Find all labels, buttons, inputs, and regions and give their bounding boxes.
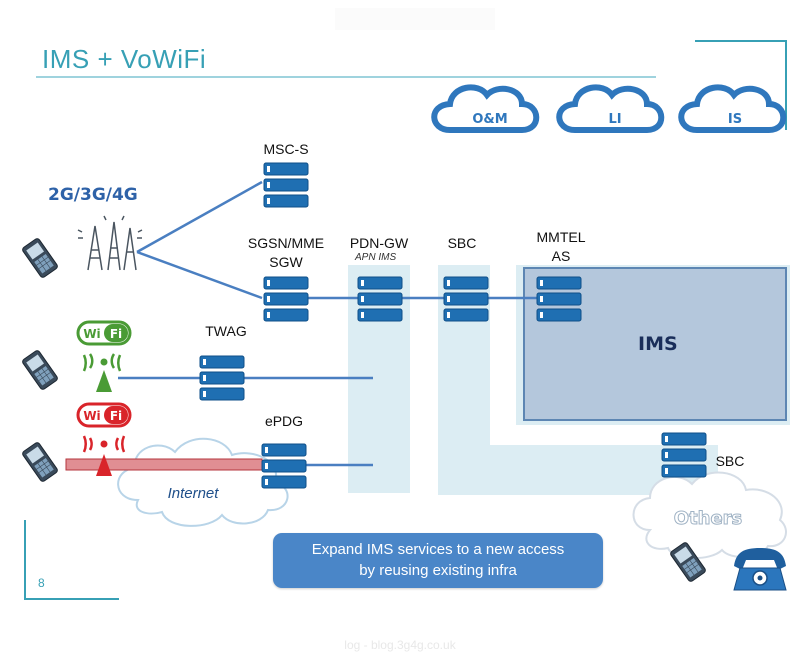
wifi-red-label-fi: Fi: [110, 409, 122, 423]
twag-server: [199, 355, 245, 401]
pdn-gw-server: [357, 276, 403, 322]
mmtel-label: MMTEL: [536, 229, 586, 245]
msc-s-label: MSC-S: [263, 141, 309, 157]
wifi-green-icon: [76, 320, 132, 392]
access-label-cellular: 2G/3G/4G: [48, 185, 138, 205]
mmtel-as-label: AS: [551, 248, 571, 264]
slide-title: IMS + VoWiFi: [42, 44, 207, 74]
cloud-is: [678, 84, 787, 133]
cloud-om: [431, 84, 540, 133]
wifi-red-label-wi: Wi: [83, 409, 100, 423]
corner-decoration-right: [785, 40, 787, 130]
others-label: Others: [674, 508, 743, 529]
wifi-red-icon: [76, 402, 132, 476]
cloud-li: [556, 84, 665, 133]
corner-decoration-top: [695, 40, 785, 42]
wifi-green-label-fi: Fi: [110, 327, 122, 341]
pdn-gw-label: PDN-GW: [349, 235, 409, 251]
corner-decoration-left: [24, 520, 26, 600]
link-cell-msc: [136, 180, 263, 254]
sgsn-mme-server: [263, 276, 309, 322]
ims-label: IMS: [638, 333, 678, 355]
sbc-others-server: [661, 432, 707, 478]
sgsn-mme-label: SGSN/MME: [247, 235, 325, 251]
page-number: 8: [38, 576, 45, 590]
cloud-is-label: IS: [728, 112, 742, 127]
mmtel-as-server: [536, 276, 582, 322]
callout-box: Expand IMS services to a new access by r…: [273, 533, 603, 588]
top-ghost-bar: [335, 8, 495, 30]
callout-line-1: Expand IMS services to a new access: [311, 541, 565, 558]
wifi-green-label-wi: Wi: [83, 327, 100, 341]
sbc-core-server: [443, 276, 489, 322]
corner-decoration-bottom: [24, 598, 119, 600]
epdg-server: [261, 443, 307, 489]
footer-watermark: log - blog.3g4g.co.uk: [344, 638, 456, 652]
cloud-li-label: LI: [608, 112, 621, 127]
cloud-om-label: O&M: [472, 112, 507, 127]
phone-icon-wifi-trusted: [20, 349, 60, 391]
epdg-label: ePDG: [264, 413, 304, 429]
callout-line-2: by reusing existing infra: [359, 562, 517, 579]
telephone-icon: [733, 548, 787, 591]
internet-label: Internet: [168, 485, 220, 502]
phone-icon-wifi-untrusted: [20, 441, 60, 483]
cell-tower-icon: [77, 215, 143, 271]
sbc-others-label: SBC: [715, 453, 745, 469]
msc-s-server: [263, 162, 309, 208]
phone-icon-cellular: [20, 237, 60, 279]
twag-label: TWAG: [205, 323, 247, 339]
link-cell-sgsn: [136, 250, 263, 300]
title-underline: [36, 76, 656, 78]
sgw-label: SGW: [269, 254, 303, 270]
untrusted-tunnel: [65, 458, 263, 471]
apn-ims-label: APN IMS: [355, 252, 397, 263]
sbc-core-label: SBC: [447, 235, 477, 251]
